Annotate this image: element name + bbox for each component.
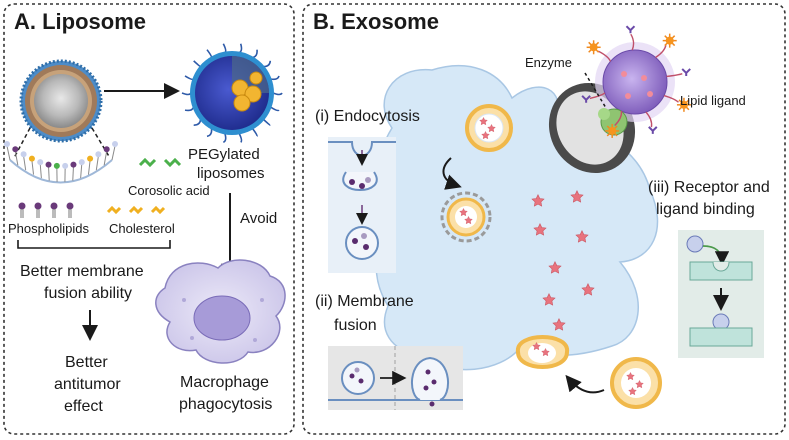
group-bracket — [17, 240, 171, 249]
exosome-fusing — [516, 335, 569, 369]
exosome-outside — [610, 357, 662, 409]
endosome — [440, 191, 492, 243]
cholesterol-icon — [106, 205, 166, 215]
receptor-inset — [678, 230, 764, 358]
membrane-bilayer — [4, 141, 118, 184]
lipid-ligand-label: Lipid ligand — [680, 93, 746, 108]
macrophage-label-line2: phagocytosis — [179, 396, 272, 413]
liposome-illustration — [19, 59, 103, 143]
arrow-fusion-curve — [565, 374, 605, 394]
fusion-label-line2: fusion ability — [44, 285, 132, 302]
fusion-label-line1: Better membrane — [20, 263, 144, 280]
enzyme-label: Enzyme — [525, 55, 572, 70]
panel-a-border — [3, 3, 295, 435]
membrane-fusion-inset — [328, 346, 463, 410]
receptor-label-line2: ligand binding — [656, 201, 755, 218]
panel-b-title: B. Exosome — [313, 9, 439, 34]
pegylated-label-line1: PEGylated — [188, 146, 260, 163]
antitumor-line3: effect — [64, 398, 103, 415]
endocytosis-label: (i) Endocytosis — [315, 108, 420, 125]
arrow-endocytosis-curve — [442, 157, 462, 190]
zoom-line-left — [13, 127, 31, 159]
receptor-label-line1: (iii) Receptor and — [648, 179, 770, 196]
endocytosis-inset — [328, 137, 396, 273]
phospholipids-icon — [18, 202, 74, 218]
exosome-ligand-illustration — [548, 25, 691, 174]
pegylated-liposome-illustration — [181, 43, 283, 143]
avoid-label: Avoid — [240, 210, 277, 227]
membrane-fusion-label-line1: (ii) Membrane — [315, 293, 414, 310]
panel-a: A. Liposome Corosolic acid Phospholipids — [3, 3, 295, 435]
phospholipids-label: Phospholipids — [8, 221, 89, 236]
exosome-top — [465, 104, 513, 152]
panel-b: B. Exosome — [302, 3, 786, 435]
membrane-fusion-label-line2: fusion — [334, 317, 377, 334]
corosolic-acid-icon — [138, 157, 182, 168]
pegylated-label-line2: liposomes — [197, 165, 265, 182]
zoom-line-right — [91, 127, 111, 159]
enzyme-pointer — [584, 72, 607, 109]
cholesterol-label: Cholesterol — [109, 221, 175, 236]
antitumor-line1: Better — [65, 354, 108, 371]
panel-a-title: A. Liposome — [14, 9, 146, 34]
panel-b-border — [302, 3, 786, 435]
corosolic-acid-label: Corosolic acid — [128, 183, 210, 198]
macrophage-illustration — [155, 259, 286, 364]
antitumor-line2: antitumor — [54, 376, 121, 393]
macrophage-label-line1: Macrophage — [180, 374, 269, 391]
